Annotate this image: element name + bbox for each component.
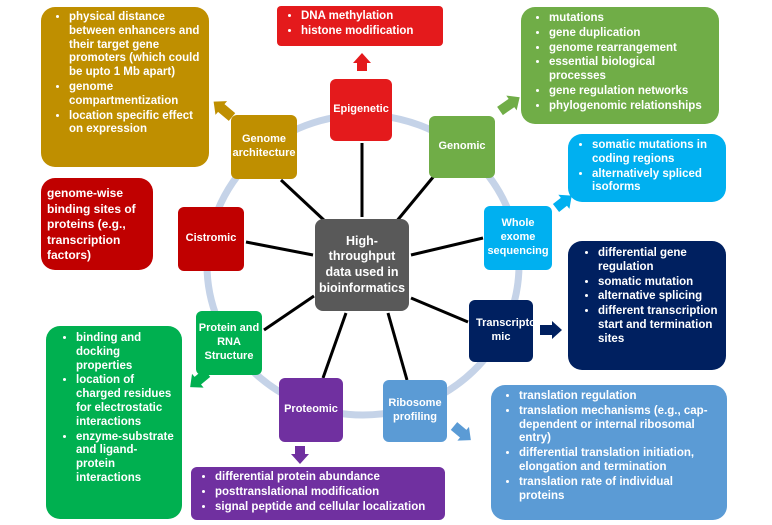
node-cistromic: Cistromic [178, 207, 244, 271]
detail-item: different transcription start and termin… [598, 305, 720, 346]
detail-item: gene duplication [549, 27, 713, 41]
detail-item: genome-wise binding sites of proteins (e… [47, 186, 136, 263]
detail-item: alternatively spliced isoforms [592, 168, 720, 196]
detail-item: translation mechanisms (e.g., cap-depend… [519, 405, 719, 446]
node-epigenetic: Epigenetic [330, 79, 392, 141]
details-epigenetic: DNA methylation histone modification [277, 6, 443, 46]
node-ribosome-label: Ribosome profiling [388, 397, 442, 423]
details-transcriptomic: differential gene regulation somatic mut… [568, 241, 726, 370]
spoke-line [394, 175, 436, 223]
spoke-line [245, 240, 314, 257]
node-transcriptomic: Transcripto-mic [469, 300, 540, 362]
node-proteomic: Proteomic [279, 378, 343, 442]
center-node: High-throughput data used in bioinformat… [315, 219, 409, 311]
details-genomic: mutations gene duplication genome rearra… [521, 7, 719, 124]
spoke-line [410, 236, 484, 257]
detail-item: differential translation initiation, elo… [519, 447, 719, 475]
detail-item: histone modification [301, 25, 437, 39]
spoke-line [410, 296, 469, 324]
spoke-line [386, 312, 409, 381]
detail-item: enzyme-substrate and ligand-protein inte… [76, 431, 176, 486]
spoke-line [321, 312, 348, 379]
spoke-line [279, 178, 328, 224]
detail-item: gene regulation networks [549, 85, 713, 99]
detail-item: location of charged residues for electro… [76, 374, 176, 429]
detail-item: differential gene regulation [598, 247, 720, 275]
details-whole-exome: somatic mutations in coding regions alte… [568, 134, 726, 202]
details-genome-arch: physical distance between enhancers and … [41, 7, 209, 167]
details-ribosome: translation regulation translation mecha… [491, 385, 727, 520]
node-genome-arch-label: Genome architecture [232, 133, 296, 159]
node-protein-rna: Protein and RNA Structure [196, 311, 262, 375]
node-whole-exome: Whole exome sequencing [484, 206, 552, 270]
detail-item: genome compartmentization [69, 81, 203, 109]
detail-item: differential protein abundance [215, 471, 439, 485]
detail-item: physical distance between enhancers and … [69, 11, 203, 80]
arrow-ribosome [450, 422, 471, 441]
details-proteomic: differential protein abundance posttrans… [191, 467, 445, 520]
center-label: High-throughput data used in bioinformat… [318, 233, 406, 295]
detail-item: alternative splicing [598, 290, 720, 304]
detail-item: somatic mutations in coding regions [592, 139, 720, 167]
detail-item: translation rate of individual proteins [519, 476, 719, 504]
detail-item: essential biological processes [549, 56, 713, 84]
arrow-whole-exome [552, 194, 572, 212]
detail-item: signal peptide and cellular localization [215, 501, 439, 515]
detail-item: somatic mutation [598, 276, 720, 290]
node-transcriptomic-label: Transcripto-mic [476, 317, 540, 343]
detail-item: binding and docking properties [76, 332, 176, 373]
detail-item: location specific effect on expression [69, 110, 203, 138]
arrow-transcriptomic [540, 321, 562, 339]
detail-item: mutations [549, 12, 713, 26]
arrow-genome-arch [213, 101, 236, 121]
detail-item: posttranslational modification [215, 486, 439, 500]
arrow-genomic [497, 95, 520, 116]
node-ribosome: Ribosome profiling [383, 380, 447, 442]
detail-item: translation regulation [519, 390, 719, 404]
node-genome-arch: Genome architecture [231, 115, 297, 179]
spoke-line [263, 294, 315, 332]
node-cistromic-label: Cistromic [185, 232, 237, 245]
detail-item: DNA methylation [301, 10, 437, 24]
node-epigenetic-label: Epigenetic [333, 103, 389, 116]
arrow-proteomic [291, 446, 309, 464]
node-proteomic-label: Proteomic [284, 403, 338, 416]
node-protein-rna-label: Protein and RNA Structure [198, 322, 260, 362]
node-whole-exome-label: Whole exome sequencing [487, 217, 549, 257]
arrow-epigenetic [353, 53, 371, 71]
node-genomic-label: Genomic [438, 140, 486, 153]
detail-item: genome rearrangement [549, 42, 713, 56]
details-protein-rna: binding and docking properties location … [46, 326, 182, 519]
detail-item: phylogenomic relationships [549, 100, 713, 114]
node-genomic: Genomic [429, 116, 495, 178]
details-cistromic: genome-wise binding sites of proteins (e… [41, 178, 153, 270]
